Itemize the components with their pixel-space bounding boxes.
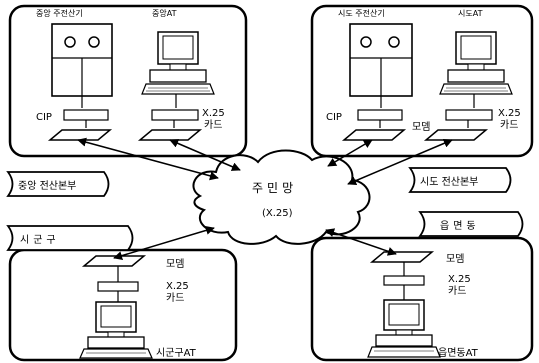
town-at-label: 읍면동AT bbox=[438, 347, 479, 359]
link-provincial-right bbox=[347, 139, 453, 185]
city-modem-label: 모뎀 bbox=[166, 258, 184, 270]
town-card-label: 카드 bbox=[448, 285, 466, 297]
provincial-computer-icon bbox=[439, 31, 513, 95]
banner-town-label: 읍면동 bbox=[440, 220, 480, 232]
banner-central-label: 중앙 전산본부 bbox=[18, 180, 76, 192]
provincial-x25-card bbox=[445, 109, 493, 121]
city-card-label: 카드 bbox=[166, 292, 184, 304]
banner-town: 읍면동 bbox=[418, 211, 524, 237]
city-site: 모뎀 X.25 카드 시군구AT bbox=[8, 248, 238, 362]
central-site-frame bbox=[8, 4, 248, 158]
network-protocol: (X.25) bbox=[262, 208, 293, 219]
provincial-site: 시도 주전산기 시도AT CIP X.25 카드 모뎀 bbox=[310, 4, 534, 158]
provincial-x25-label: X.25 bbox=[498, 108, 521, 119]
resident-network-cloud: 주민망 (X.25) bbox=[192, 149, 371, 245]
banner-city-label: 시군구 bbox=[20, 234, 60, 246]
provincial-at-label: 시도AT bbox=[458, 9, 483, 18]
link-city bbox=[113, 226, 215, 260]
central-x25-card bbox=[151, 109, 199, 121]
central-cip-label: CIP bbox=[36, 112, 52, 123]
provincial-mainframe-icon bbox=[349, 23, 413, 97]
city-at-label: 시군구AT bbox=[156, 347, 197, 359]
central-computer-icon bbox=[141, 31, 215, 95]
banner-central: 중앙 전산본부 bbox=[6, 171, 110, 197]
central-at-label: 중앙AT bbox=[152, 8, 177, 18]
city-x25-card bbox=[97, 281, 139, 292]
town-computer-icon bbox=[367, 299, 441, 358]
provincial-cip-card bbox=[357, 109, 403, 121]
provincial-mainframe-label: 시도 주전산기 bbox=[338, 8, 385, 18]
central-x25-label: X.25 bbox=[202, 108, 225, 119]
provincial-card-label: 카드 bbox=[500, 119, 518, 131]
banner-provincial-label: 시도 전산본부 bbox=[420, 176, 478, 188]
town-modem-label: 모뎀 bbox=[446, 253, 464, 265]
link-central-right bbox=[169, 139, 241, 171]
central-mainframe-icon bbox=[51, 23, 113, 97]
city-x25-label: X.25 bbox=[166, 281, 189, 292]
provincial-cip-label: CIP bbox=[326, 112, 342, 123]
town-site-frame bbox=[310, 236, 534, 362]
town-site: 모뎀 X.25 카드 읍면동AT bbox=[310, 236, 534, 362]
banner-provincial: 시도 전산본부 bbox=[408, 167, 512, 193]
city-computer-icon bbox=[79, 301, 153, 359]
central-cip-card bbox=[63, 109, 109, 121]
provincial-switch-right bbox=[423, 129, 489, 141]
central-site: 중앙 주전산기 중앙AT CIP X.25 카드 bbox=[8, 4, 248, 158]
network-name: 주민망 bbox=[252, 181, 297, 195]
link-central-left bbox=[77, 137, 219, 181]
network-links bbox=[77, 137, 453, 260]
town-x25-label: X.25 bbox=[448, 274, 471, 285]
central-mainframe-label: 중앙 주전산기 bbox=[36, 8, 83, 18]
central-card-label: 카드 bbox=[204, 119, 222, 131]
town-x25-card bbox=[383, 275, 425, 286]
provincial-modem-label: 모뎀 bbox=[412, 121, 430, 133]
link-town bbox=[325, 228, 397, 256]
banner-city: 시군구 bbox=[6, 225, 134, 251]
cloud-shape bbox=[192, 149, 371, 245]
